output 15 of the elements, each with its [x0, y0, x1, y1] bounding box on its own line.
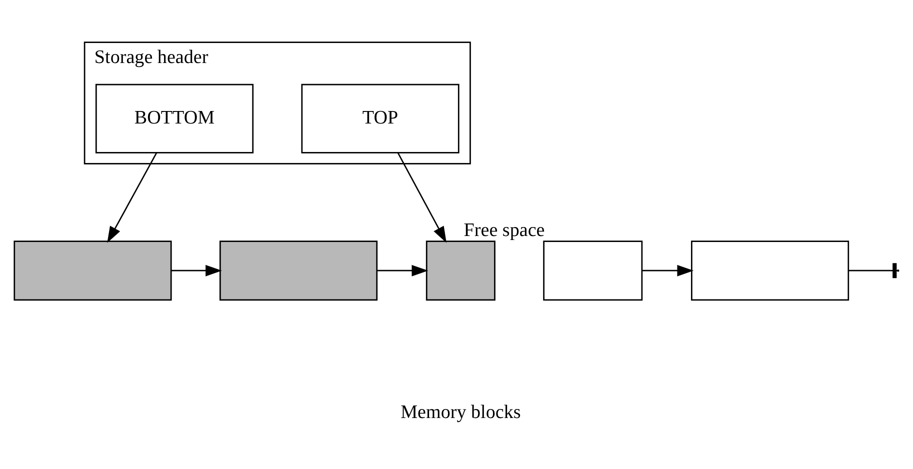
node-box: BOTTOM	[95, 84, 254, 154]
arrow	[171, 264, 222, 276]
node-box	[690, 240, 850, 301]
node-box	[426, 240, 496, 301]
node-box	[543, 240, 643, 301]
node-label: Free space	[464, 220, 545, 242]
arrow	[397, 152, 446, 243]
arrow	[642, 264, 694, 276]
node-box	[219, 240, 378, 301]
connector	[848, 270, 898, 272]
label: Memory blocks	[400, 402, 521, 424]
arrow	[107, 152, 158, 243]
node-box	[14, 240, 172, 301]
arrow	[377, 264, 428, 276]
node-box: TOP	[301, 84, 460, 154]
